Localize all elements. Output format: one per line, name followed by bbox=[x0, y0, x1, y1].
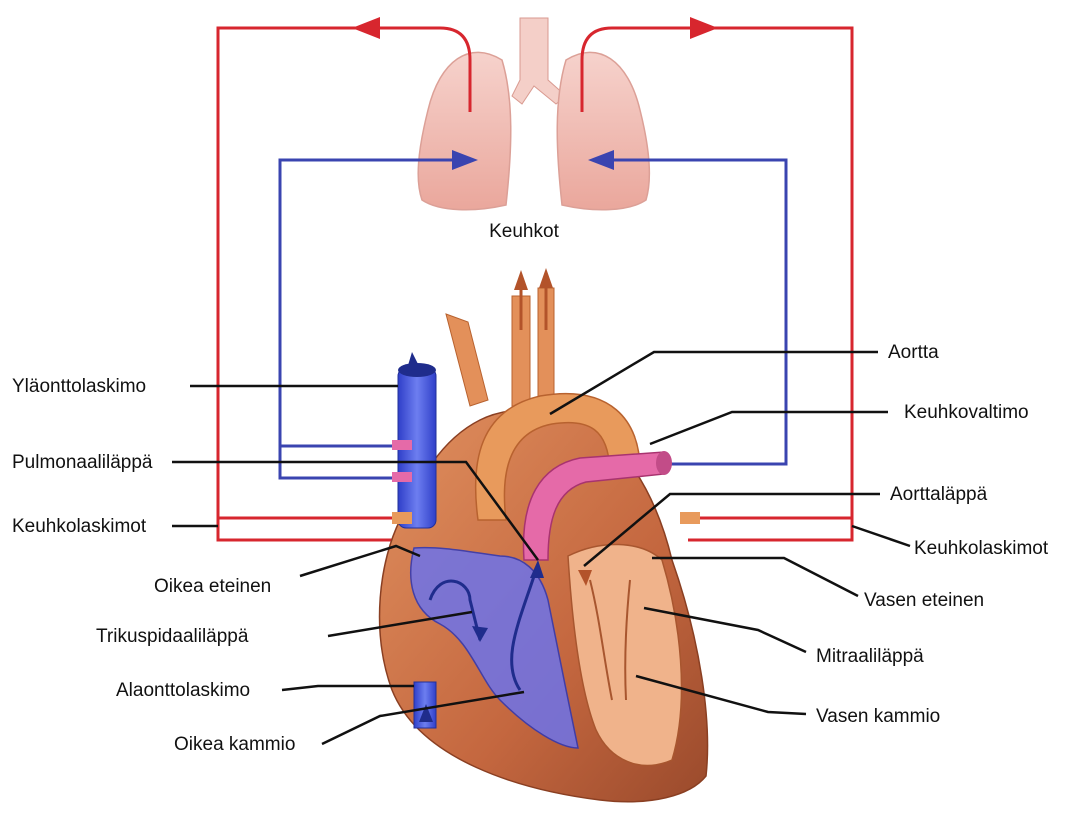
label-trikuspidaalilappa: Trikuspidaaliläppä bbox=[96, 626, 249, 647]
label-keuhkovaltimo: Keuhkovaltimo bbox=[904, 402, 1029, 423]
aortic-branches bbox=[446, 314, 488, 406]
label-keuhkolaskimot-right: Keuhkolaskimot bbox=[914, 538, 1049, 559]
label-oikea-eteinen: Oikea eteinen bbox=[154, 576, 271, 597]
up-arrow-1-icon bbox=[514, 270, 528, 290]
label-pulmonaalilappa: Pulmonaaliläppä bbox=[12, 452, 153, 473]
trachea bbox=[512, 18, 566, 104]
lungs-label: Keuhkot bbox=[489, 221, 559, 242]
pulmonary-artery-end bbox=[656, 451, 672, 475]
right-lung bbox=[557, 52, 649, 209]
red-arrow-right-icon bbox=[690, 17, 718, 39]
left-lung bbox=[418, 52, 511, 209]
label-vasen-eteinen: Vasen eteinen bbox=[864, 590, 984, 611]
label-keuhkolaskimot-left: Keuhkolaskimot bbox=[12, 516, 147, 537]
up-arrow-2-icon bbox=[539, 268, 553, 288]
heart bbox=[380, 268, 708, 802]
label-oikea-kammio: Oikea kammio bbox=[174, 734, 295, 755]
label-vasen-kammio: Vasen kammio bbox=[816, 706, 940, 727]
lungs bbox=[418, 18, 649, 210]
leader-keuhkolaskimot-right bbox=[852, 526, 910, 546]
leader-vasen-eteinen bbox=[652, 558, 858, 596]
label-aorttalappa: Aorttaläppä bbox=[890, 484, 988, 505]
label-ylaonttolaskimo: Yläonttolaskimo bbox=[12, 376, 146, 397]
red-arrow-left-icon bbox=[352, 17, 380, 39]
label-alaonttolaskimo: Alaonttolaskimo bbox=[116, 680, 250, 701]
label-mitraalilappa: Mitraaliläppä bbox=[816, 646, 924, 667]
label-aortta: Aortta bbox=[888, 342, 939, 363]
right-blue-loop bbox=[612, 160, 786, 464]
